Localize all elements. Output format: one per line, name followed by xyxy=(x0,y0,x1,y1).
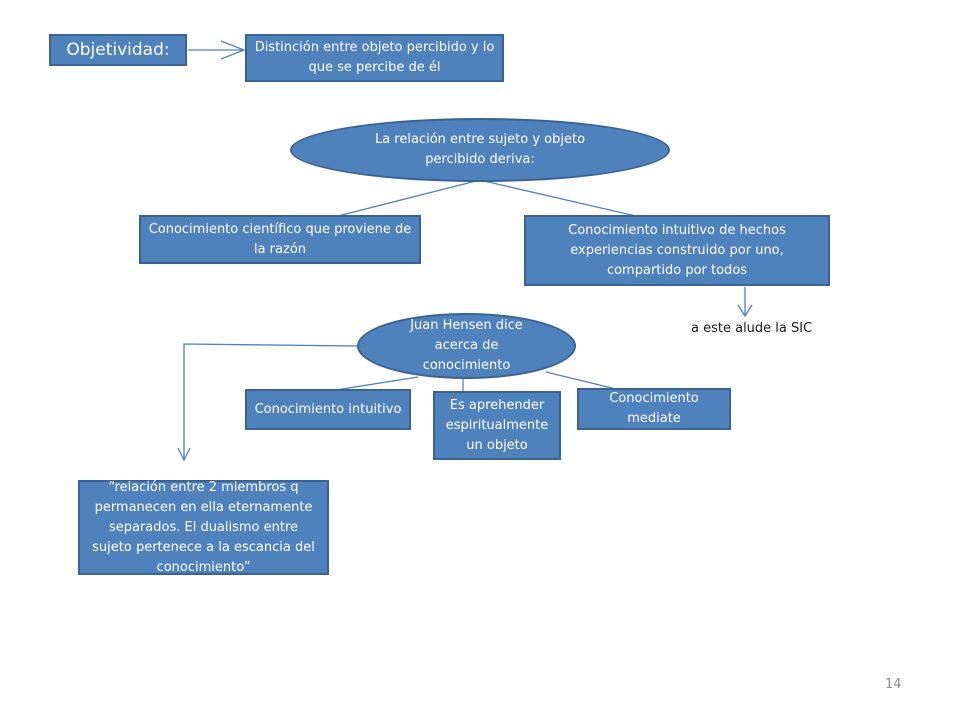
arrowhead xyxy=(177,447,191,462)
objetividad-box: Objetividad: xyxy=(49,34,187,66)
hensen-intuitivo-box: Conocimiento intuitivo xyxy=(245,389,411,430)
mediate-text: Conocimiento mediate xyxy=(609,391,699,426)
arrowhead xyxy=(737,304,753,318)
mediate-box: Conocimiento mediate xyxy=(577,388,731,430)
line-ellipse-cientifico xyxy=(337,180,477,217)
page-number: 14 xyxy=(885,677,902,692)
line-ellipse-intuitivo xyxy=(483,180,637,217)
hensen-ellipse: Juan Hensen dice acerca de conocimiento xyxy=(357,313,576,379)
relacion-ellipse: La relación entre sujeto y objeto percib… xyxy=(290,118,670,182)
objetividad-label: Objetividad: xyxy=(66,40,170,60)
line-hensen-intuitivo xyxy=(335,376,419,391)
definicion-box: Distinción entre objeto percibido y lo q… xyxy=(245,34,504,82)
hensen-title: Juan Hensen dice acerca de conocimiento xyxy=(410,318,523,373)
arrowhead xyxy=(220,40,246,60)
cita-text: “relación entre 2 miembros q permanecen … xyxy=(92,479,315,575)
sic-note: a este alude la SIC xyxy=(691,321,813,336)
definicion-text: Distinción entre objeto percibido y lo q… xyxy=(254,40,495,75)
arrow-hensen-cita xyxy=(183,343,359,460)
cientifico-text: Conocimiento científico que proviene de … xyxy=(148,221,412,257)
line-hensen-mediate xyxy=(545,371,617,390)
intuitivo-hechos-text: Conocimiento intuitivo de hechos experie… xyxy=(568,222,786,278)
relacion-title: La relación entre sujeto y objeto percib… xyxy=(374,132,586,167)
cientifico-box: Conocimiento científico que proviene de … xyxy=(139,215,421,264)
cita-box: “relación entre 2 miembros q permanecen … xyxy=(78,480,329,575)
aprehender-text: Es aprehender espiritualmente un objeto xyxy=(445,397,549,453)
hensen-intuitivo-text: Conocimiento intuitivo xyxy=(254,401,402,417)
aprehender-box: Es aprehender espiritualmente un objeto xyxy=(433,391,561,460)
intuitivo-hechos-box: Conocimiento intuitivo de hechos experie… xyxy=(524,215,830,286)
